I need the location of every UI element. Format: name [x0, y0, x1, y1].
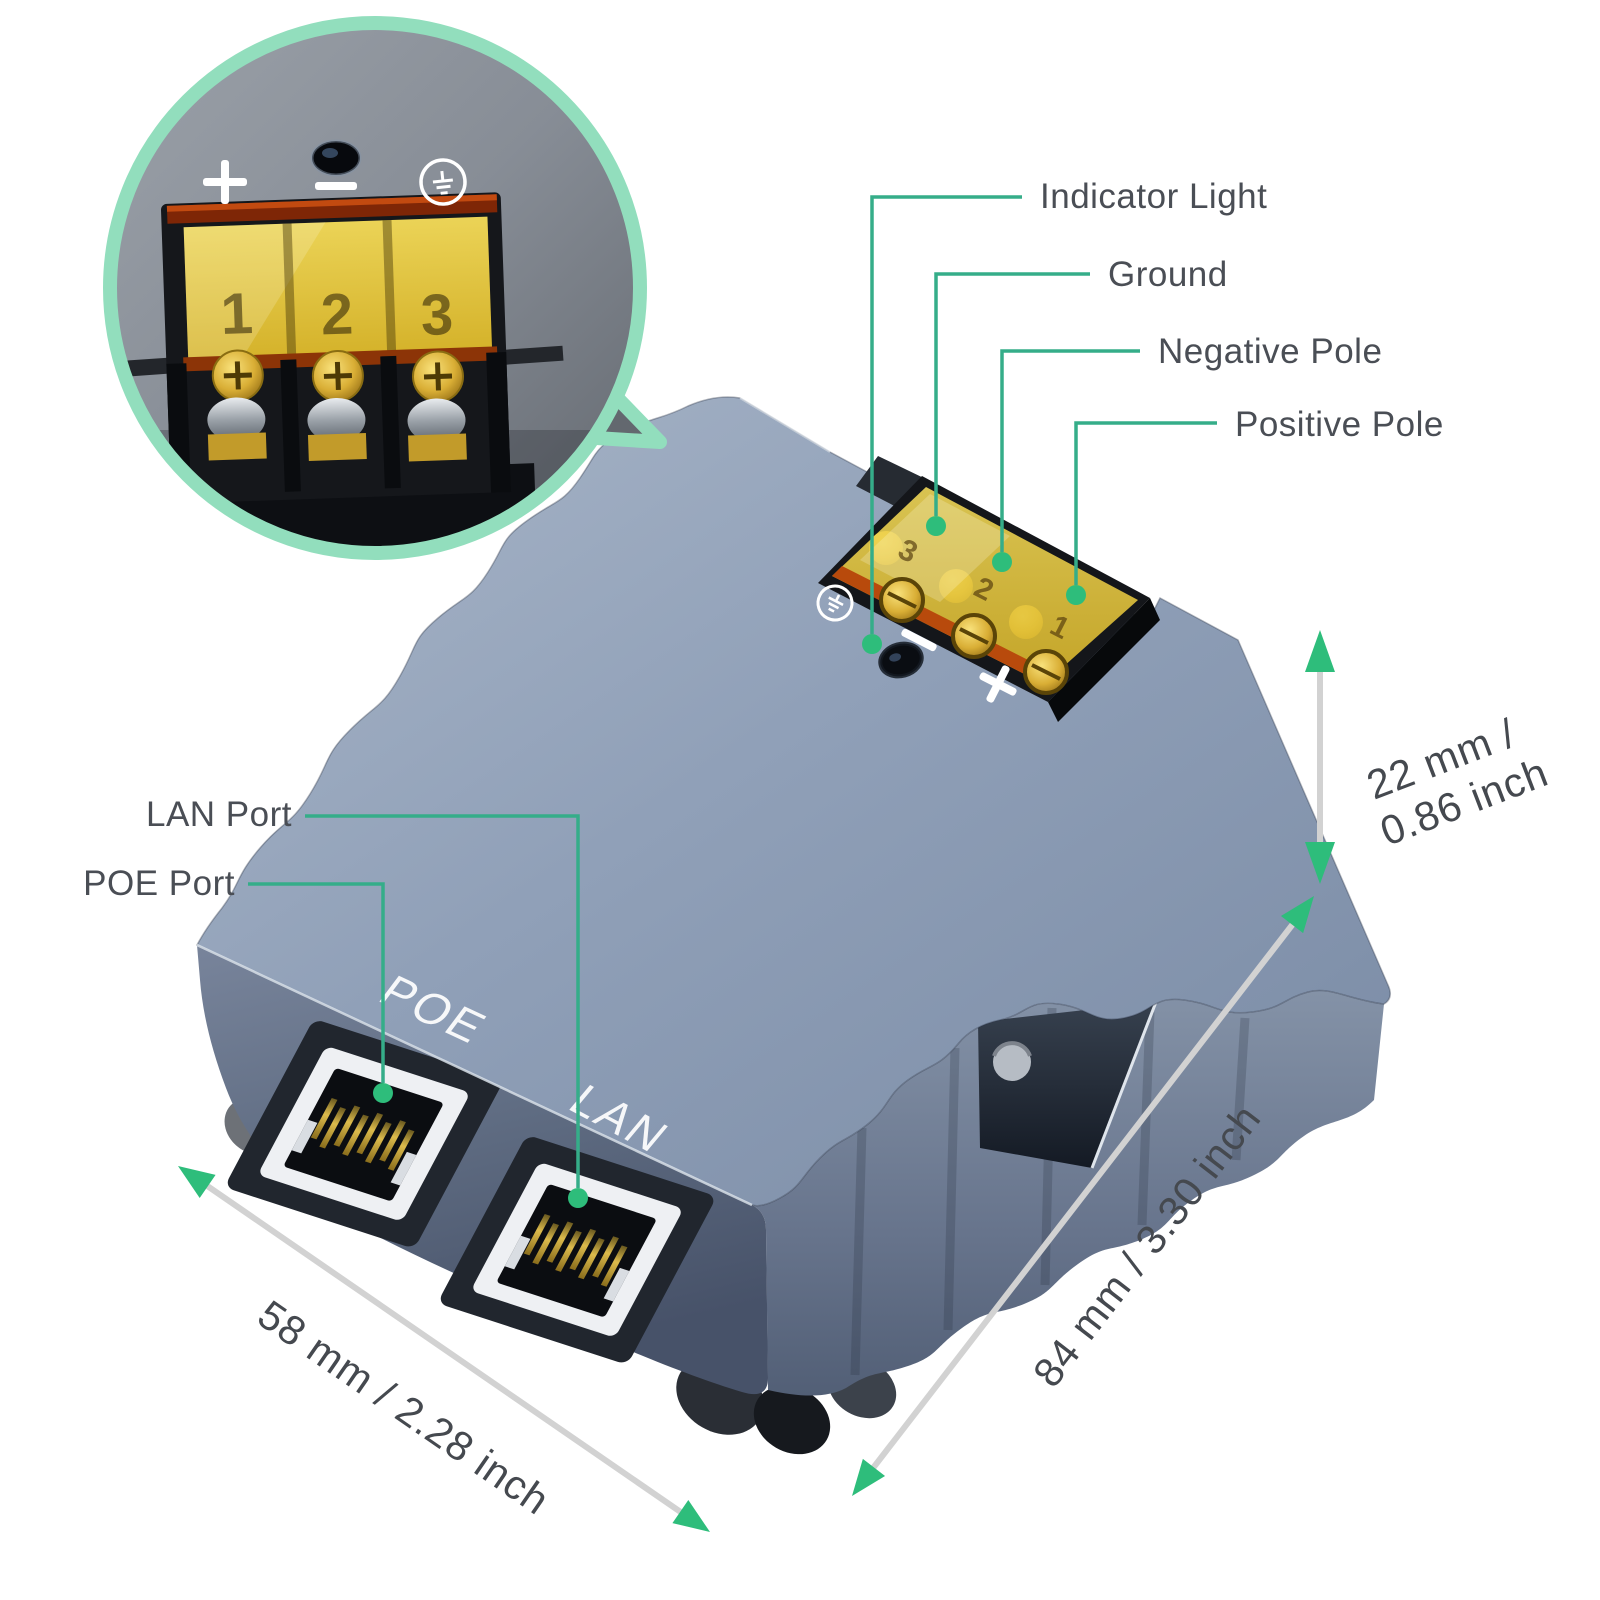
leader-ground: [934, 272, 1090, 516]
label-poe-port: POE Port: [83, 864, 235, 903]
inset-terminal-number: 1: [220, 281, 255, 347]
terminal-block: 3 2 1: [818, 456, 1160, 722]
inset-minus-icon: [315, 182, 357, 190]
leader-positive-pole: [1074, 421, 1217, 585]
arrow-up-left-icon: [178, 1166, 216, 1198]
arrow-up-right-icon: [1280, 896, 1314, 934]
svg-text:22 mm / 0.86 inch: 22 mm / 0.86 inch: [1357, 704, 1554, 855]
arrow-down-left-icon: [852, 1458, 886, 1496]
inset-terminal-number: 3: [420, 282, 455, 348]
terminal-cover: [832, 487, 1138, 684]
part-labels: [248, 195, 1217, 1188]
leader-dots: [373, 516, 1086, 1208]
terminal-base-side: [1048, 598, 1160, 722]
inset-plus-icon: [203, 160, 247, 204]
inset-indicator-led: [310, 139, 362, 177]
device-right-face: [752, 990, 1384, 1396]
indicator-led: [878, 641, 924, 679]
mounting-hole: [993, 1043, 1031, 1081]
dot-ground: [926, 516, 946, 536]
dot-indicator-light: [862, 634, 882, 654]
inset-terminal-number: 2: [320, 281, 355, 347]
mounting-recess: [978, 1001, 1158, 1169]
inset-terminal-block: 1 2 3: [154, 192, 539, 553]
dot-positive-pole: [1066, 585, 1086, 605]
label-positive-pole: Positive Pole: [1235, 405, 1444, 444]
dimension-height: 22 mm / 0.86 inch: [1305, 630, 1554, 884]
inset-screws: [207, 349, 467, 462]
label-negative-pole: Negative Pole: [1158, 332, 1382, 371]
leader-indicator-light: [870, 195, 1022, 634]
label-ground: Ground: [1108, 255, 1228, 294]
leader-lan-port: [305, 814, 580, 1188]
minus-symbol-icon: [901, 628, 937, 652]
dot-lan-port: [568, 1188, 588, 1208]
dot-poe-port: [373, 1083, 393, 1103]
callout-circle-border: [103, 16, 647, 560]
arrow-up-icon: [1305, 630, 1335, 672]
inset-ground-icon: [419, 158, 467, 206]
callout-content: 1 2 3: [110, 139, 640, 553]
top-edge-highlight: [739, 397, 831, 453]
ground-symbol-icon: [816, 584, 854, 622]
label-lan-port: LAN Port: [146, 795, 292, 834]
label-texts: Indicator Light Ground Negative Pole Pos…: [83, 177, 1444, 903]
front-fold-highlight: [196, 943, 753, 1207]
label-indicator-light: Indicator Light: [1040, 177, 1267, 216]
leader-negative-pole: [1000, 349, 1140, 552]
leader-poe-port: [248, 882, 385, 1083]
plus-symbol-icon: [979, 665, 1017, 703]
arrow-down-icon: [1305, 842, 1335, 884]
magnifier-callout: 1 2 3: [103, 16, 667, 560]
dot-negative-pole: [992, 552, 1012, 572]
arrow-down-right-icon: [672, 1500, 710, 1532]
